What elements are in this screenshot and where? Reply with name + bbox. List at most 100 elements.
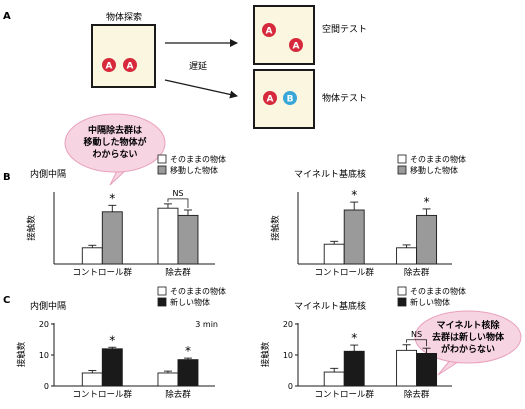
x-tick-label: 除去群 [404, 267, 430, 278]
svg-text:A: A [267, 95, 274, 105]
arrow-to-object-test [164, 79, 238, 99]
space-test-label: 空間テスト [322, 23, 367, 35]
ns-label: NS [172, 189, 183, 198]
object-b-object-test: B [283, 91, 297, 105]
callout-bottom: マイネルト核除 去群は新しい物体 がわからない [414, 310, 522, 376]
object-a-object-test: A [263, 91, 277, 105]
bar [343, 209, 365, 265]
bar [177, 359, 199, 387]
significance-star: * [185, 344, 191, 358]
x-tick-label: コントロール群 [73, 389, 133, 400]
legend-label: そのままの物体 [170, 154, 226, 164]
callout-top-line-2: 移動した物体が [83, 136, 147, 148]
svg-text:A: A [106, 62, 113, 72]
bar [81, 247, 103, 265]
bar [101, 348, 123, 387]
y-tick-label: 0 [44, 382, 49, 391]
callout-top-line-1: 中隔除去群は [88, 124, 142, 136]
object-a-space-2: A [289, 38, 303, 52]
svg-text:A: A [127, 62, 134, 72]
legend-label: そのままの物体 [170, 286, 226, 296]
significance-star: * [351, 331, 357, 345]
callout-top-line-3: わからない [92, 149, 137, 160]
panel-c-label: C [3, 295, 10, 306]
svg-text:A: A [266, 27, 273, 37]
panel-a-label: A [3, 11, 11, 22]
bar [396, 247, 418, 265]
significance-star: * [351, 188, 357, 202]
significance-star: * [109, 191, 115, 205]
x-tick-label: 除去群 [404, 389, 430, 400]
legend-swatch [157, 297, 167, 307]
x-tick-label: コントロール群 [73, 267, 133, 278]
y-tick-label: 10 [39, 351, 49, 360]
significance-star: * [424, 195, 430, 209]
bar [323, 371, 345, 387]
x-tick-label: 除去群 [165, 389, 191, 400]
callout-bottom-line-1: マイネルト核除 [436, 319, 500, 331]
chart-title: マイネルト基底核 [294, 300, 366, 312]
legend-swatch [397, 286, 407, 296]
bar [343, 350, 365, 387]
delay-label: 遅延 [189, 60, 207, 72]
svg-text:B: B [287, 95, 294, 105]
y-axis-label: 接触数 [260, 341, 271, 367]
panel-b-label: B [3, 172, 11, 183]
legend-label: 移動した物体 [410, 165, 458, 175]
bar [416, 353, 438, 387]
object-a-space-1: A [262, 23, 276, 37]
y-axis-label: 接触数 [16, 341, 27, 367]
y-axis-label: 接触数 [26, 215, 37, 241]
chart-title: マイネルト基底核 [294, 168, 366, 180]
explore-arena [91, 24, 156, 88]
callout-top: 中隔除去群は 移動した物体が わからない [64, 113, 166, 186]
chart-title: 内側中隔 [30, 300, 66, 312]
bar [177, 214, 199, 265]
bar [81, 372, 103, 387]
panel-a: A 物体探索 A A 遅延 A A 空間テスト A [3, 5, 367, 129]
object-a-left: A [102, 58, 116, 72]
bar [101, 211, 123, 265]
y-tick-label: 0 [288, 382, 293, 391]
explore-label: 物体探索 [106, 11, 142, 23]
x-tick-label: コントロール群 [314, 389, 374, 400]
object-test-label: 物体テスト [322, 92, 367, 104]
legend-swatch [397, 165, 407, 175]
ns-label: NS [411, 330, 422, 339]
y-tick-label: 10 [283, 351, 293, 360]
legend-label: 新しい物体 [170, 297, 210, 307]
x-tick-label: 除去群 [165, 267, 191, 278]
legend-label: そのままの物体 [410, 286, 466, 296]
legend-swatch [157, 154, 167, 164]
legend-swatch [157, 165, 167, 175]
legend-label: 移動した物体 [170, 165, 218, 175]
object-a-right: A [123, 58, 137, 72]
legend-swatch [397, 154, 407, 164]
svg-text:A: A [293, 42, 300, 52]
bar [396, 349, 418, 387]
duration-label: 3 min [195, 320, 218, 329]
legend-swatch [157, 286, 167, 296]
legend-label: そのままの物体 [410, 154, 466, 164]
callout-bottom-line-2: 去群は新しい物体 [432, 331, 505, 343]
y-axis-label: 接触数 [270, 215, 281, 241]
bar [157, 207, 179, 265]
bar [323, 243, 345, 265]
bar [416, 214, 438, 265]
legend-swatch [397, 297, 407, 307]
y-tick-label: 20 [39, 320, 49, 329]
space-test-arena [253, 5, 315, 65]
chart-title: 内側中隔 [30, 168, 66, 180]
legend-label: 新しい物体 [410, 297, 450, 307]
y-tick-label: 20 [283, 320, 293, 329]
ns-bracket [167, 198, 189, 208]
ns-bracket [406, 339, 427, 347]
x-tick-label: コントロール群 [314, 267, 374, 278]
callout-bottom-line-3: がわからない [441, 343, 495, 355]
bar [157, 372, 179, 387]
